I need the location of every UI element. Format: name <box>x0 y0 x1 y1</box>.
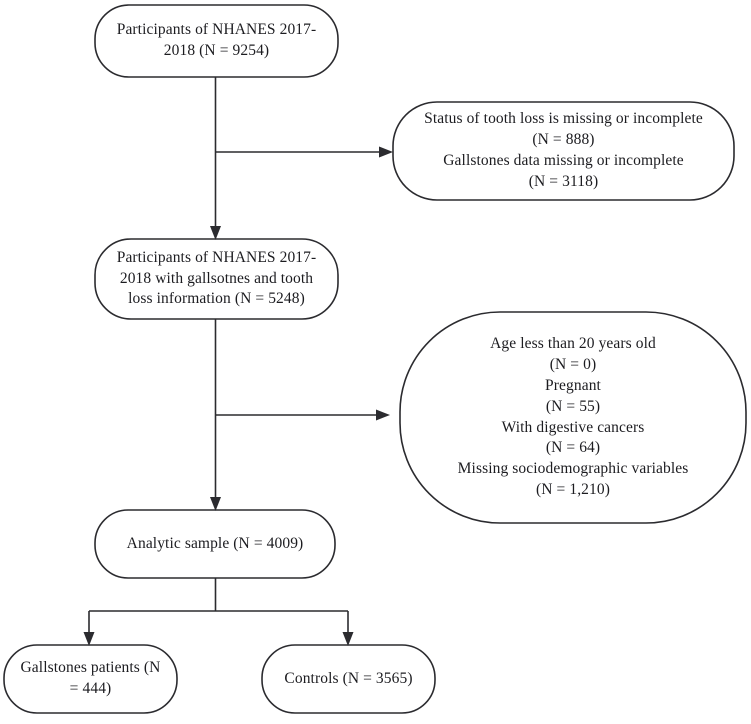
node-cases-shape <box>3 644 178 714</box>
node-excluded-2-shape <box>399 311 747 524</box>
arrowhead-excluded-1 <box>379 146 393 158</box>
arrowhead-excluded-2 <box>376 409 390 421</box>
node-with-data-shape <box>94 238 339 320</box>
arrowhead-analytic <box>210 497 221 511</box>
node-participants-shape <box>94 4 339 78</box>
node-analytic-shape <box>94 509 336 579</box>
arrowhead-controls <box>342 632 354 646</box>
node-controls-shape <box>261 644 436 714</box>
node-excluded-1-shape <box>392 101 735 201</box>
arrowhead-with-data <box>210 226 221 240</box>
arrowhead-cases <box>83 632 95 646</box>
